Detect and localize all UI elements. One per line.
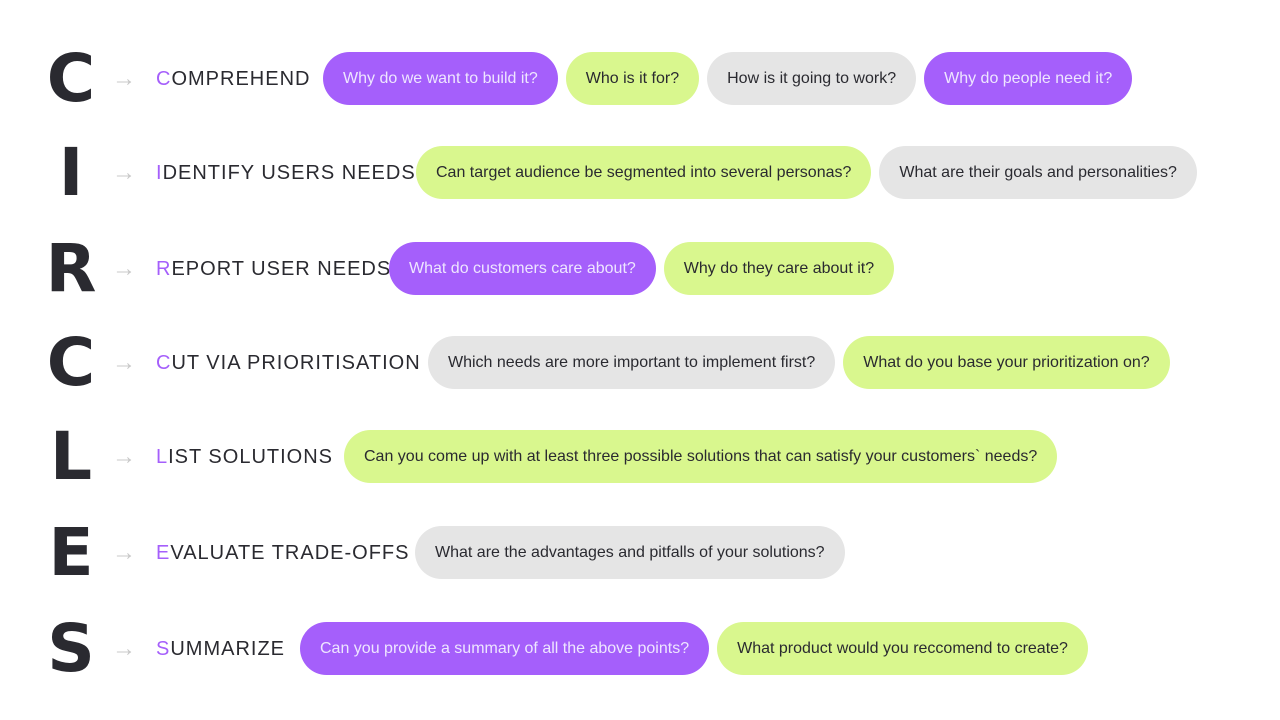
arrow-right-icon: → bbox=[112, 539, 136, 566]
arrow-right-icon: → bbox=[112, 65, 136, 92]
question-list: What are the advantages and pitfalls of … bbox=[415, 526, 845, 579]
step-label: CUT VIA PRIORITISATION bbox=[156, 351, 421, 375]
step-letter: E bbox=[48, 514, 94, 591]
step-letter: S bbox=[47, 610, 95, 687]
step-label-rest: UMMARIZE bbox=[170, 638, 286, 660]
step-label: SUMMARIZE bbox=[156, 637, 285, 661]
question-list: Why do we want to build it?Who is it for… bbox=[323, 52, 1133, 105]
question-pill: Can target audience be segmented into se… bbox=[416, 146, 872, 199]
step-label-initial: S bbox=[156, 638, 171, 660]
step-label-initial: C bbox=[156, 68, 172, 90]
circles-row-l: L → LIST SOLUTIONS Can you come up with … bbox=[0, 422, 1280, 492]
circles-row-c: C → COMPREHEND Why do we want to build i… bbox=[0, 44, 1280, 114]
question-pill: Why do they care about it? bbox=[663, 242, 895, 295]
step-letter: C bbox=[46, 40, 96, 117]
step-label: EVALUATE TRADE-OFFS bbox=[156, 541, 410, 565]
question-pill: Which needs are more important to implem… bbox=[428, 336, 836, 389]
step-label-rest: UT VIA PRIORITISATION bbox=[171, 352, 421, 374]
question-list: Can you come up with at least three poss… bbox=[344, 430, 1058, 483]
arrow-right-icon: → bbox=[112, 349, 136, 376]
step-label-rest: VALUATE TRADE-OFFS bbox=[170, 542, 410, 564]
question-pill: What do you base your prioritization on? bbox=[843, 336, 1170, 389]
question-pill: What are their goals and personalities? bbox=[879, 146, 1197, 199]
step-label-initial: R bbox=[156, 258, 172, 280]
question-list: Can you provide a summary of all the abo… bbox=[300, 622, 1088, 675]
circles-row-i: I → IDENTIFY USERS NEEDS Can target audi… bbox=[0, 138, 1280, 208]
step-label-initial: C bbox=[156, 352, 172, 374]
question-pill: Why do people need it? bbox=[924, 52, 1133, 105]
step-label: LIST SOLUTIONS bbox=[156, 445, 333, 469]
circles-row-s: S → SUMMARIZE Can you provide a summary … bbox=[0, 614, 1280, 684]
step-label-initial: E bbox=[156, 542, 171, 564]
arrow-right-icon: → bbox=[112, 159, 136, 186]
question-pill: Why do we want to build it? bbox=[323, 52, 558, 105]
step-label-rest: EPORT USER NEEDS bbox=[171, 258, 392, 280]
question-pill: Can you provide a summary of all the abo… bbox=[300, 622, 710, 675]
step-label: COMPREHEND bbox=[156, 67, 310, 91]
step-letter: C bbox=[46, 324, 96, 401]
question-list: Can target audience be segmented into se… bbox=[416, 146, 1197, 199]
question-pill: Can you come up with at least three poss… bbox=[344, 430, 1058, 483]
step-label: REPORT USER NEEDS bbox=[156, 257, 391, 281]
step-letter: R bbox=[45, 230, 97, 307]
step-label-rest: OMPREHEND bbox=[171, 68, 311, 90]
arrow-right-icon: → bbox=[112, 635, 136, 662]
circles-row-c: C → CUT VIA PRIORITISATION Which needs a… bbox=[0, 328, 1280, 398]
step-label-initial: L bbox=[156, 446, 169, 468]
step-label-rest: IST SOLUTIONS bbox=[168, 446, 334, 468]
question-pill: How is it going to work? bbox=[707, 52, 917, 105]
step-label: IDENTIFY USERS NEEDS bbox=[156, 161, 416, 185]
step-label-rest: DENTIFY USERS NEEDS bbox=[162, 162, 416, 184]
circles-row-e: E → EVALUATE TRADE-OFFS What are the adv… bbox=[0, 518, 1280, 588]
question-pill: What are the advantages and pitfalls of … bbox=[415, 526, 845, 579]
step-label-initial: I bbox=[156, 162, 163, 184]
question-list: Which needs are more important to implem… bbox=[428, 336, 1170, 389]
arrow-right-icon: → bbox=[112, 255, 136, 282]
circles-row-r: R → REPORT USER NEEDS What do customers … bbox=[0, 234, 1280, 304]
question-list: What do customers care about?Why do they… bbox=[389, 242, 895, 295]
arrow-right-icon: → bbox=[112, 443, 136, 470]
question-pill: What product would you reccomend to crea… bbox=[717, 622, 1088, 675]
step-letter: L bbox=[49, 418, 93, 495]
question-pill: Who is it for? bbox=[565, 52, 700, 105]
step-letter: I bbox=[58, 134, 84, 211]
question-pill: What do customers care about? bbox=[389, 242, 656, 295]
